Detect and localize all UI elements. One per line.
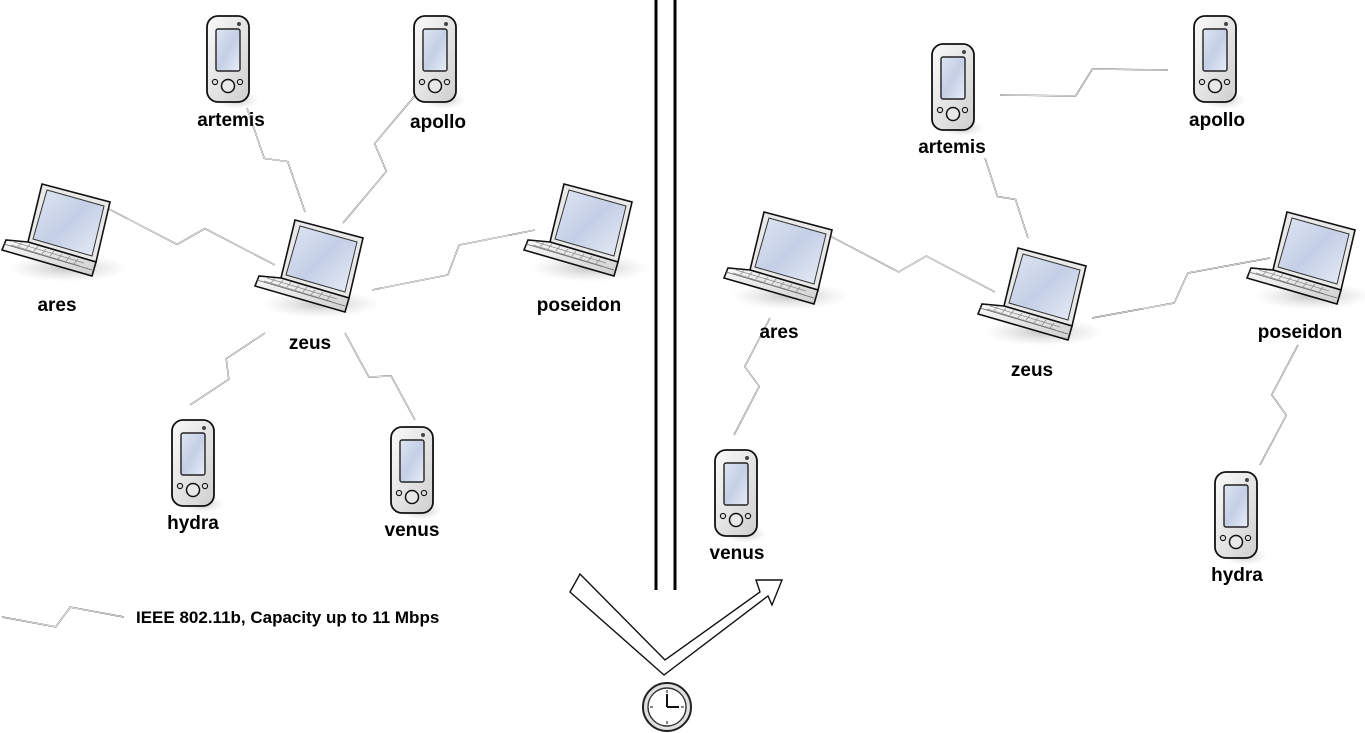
node-after-ares: ares [723, 211, 851, 343]
legend: IEEE 802.11b, Capacity up to 11 Mbps [1, 606, 439, 628]
node-before-poseidon: poseidon [523, 183, 651, 316]
wireless-link-zeus-artemis-inner [246, 107, 306, 213]
pda-icon [206, 15, 260, 110]
laptop-icon [1246, 211, 1365, 311]
pda-icon [171, 419, 225, 514]
links-after [733, 68, 1299, 466]
node-after-poseidon: poseidon [1246, 211, 1365, 343]
wireless-link-zeus-hydra-inner [189, 332, 266, 406]
label-after-zeus: zeus [1011, 360, 1053, 381]
legend-text: IEEE 802.11b, Capacity up to 11 Mbps [136, 608, 439, 627]
laptop-icon [254, 219, 382, 319]
wireless-link-zeus-ares-inner [106, 207, 276, 266]
pda-icon [931, 43, 985, 138]
pda-icon [1214, 471, 1268, 566]
node-before-artemis: artemis [197, 15, 265, 131]
time-separator [654, 0, 677, 590]
node-before-zeus: zeus [254, 219, 382, 354]
wireless-link-ares-zeus-inner [829, 235, 996, 293]
label-after-artemis: artemis [918, 137, 986, 158]
links-before [106, 91, 536, 421]
node-after-venus: venus [710, 449, 768, 564]
wireless-link-ares-venus-inner [733, 317, 771, 436]
transition-arrow-icon [569, 572, 784, 676]
legend-bolt-line-inner [1, 606, 125, 628]
legend-wireless-link-icon [1, 606, 125, 628]
label-after-apollo: apollo [1189, 110, 1245, 131]
node-after-zeus: zeus [977, 247, 1105, 381]
label-before-poseidon: poseidon [537, 295, 621, 316]
laptop-icon [1, 183, 129, 283]
laptop-icon [723, 211, 851, 311]
label-before-zeus: zeus [289, 333, 331, 354]
label-after-venus: venus [710, 543, 765, 564]
laptop-icon [523, 183, 651, 283]
wireless-link-artemis-apollo-inner [999, 68, 1169, 97]
label-after-ares: ares [759, 322, 798, 343]
wireless-link-poseidon-hydra-inner [1259, 344, 1299, 466]
label-before-hydra: hydra [167, 513, 219, 534]
wireless-link-zeus-poseidon-inner [371, 229, 536, 291]
wireless-link-zeus-poseidon-inner [1091, 257, 1271, 319]
label-before-venus: venus [385, 520, 440, 541]
pda-icon [714, 449, 768, 544]
node-before-hydra: hydra [167, 419, 225, 534]
wireless-link-zeus-venus-inner [344, 332, 416, 421]
laptop-icon [977, 247, 1105, 347]
label-before-artemis: artemis [197, 110, 265, 131]
label-after-hydra: hydra [1211, 565, 1263, 586]
label-before-ares: ares [37, 295, 76, 316]
node-after-artemis: artemis [918, 43, 986, 158]
pda-icon [1193, 15, 1247, 110]
label-before-apollo: apollo [410, 112, 466, 133]
pda-icon [413, 15, 467, 110]
pda-icon [390, 426, 444, 521]
wireless-link-zeus-apollo-inner [342, 91, 419, 224]
node-before-ares: ares [1, 183, 129, 316]
label-after-poseidon: poseidon [1258, 322, 1342, 343]
node-before-apollo: apollo [410, 15, 467, 133]
clock-icon [642, 682, 692, 732]
node-before-venus: venus [385, 426, 444, 541]
node-after-hydra: hydra [1211, 471, 1268, 586]
node-after-apollo: apollo [1189, 15, 1247, 131]
wireless-link-artemis-zeus-inner [984, 157, 1029, 239]
